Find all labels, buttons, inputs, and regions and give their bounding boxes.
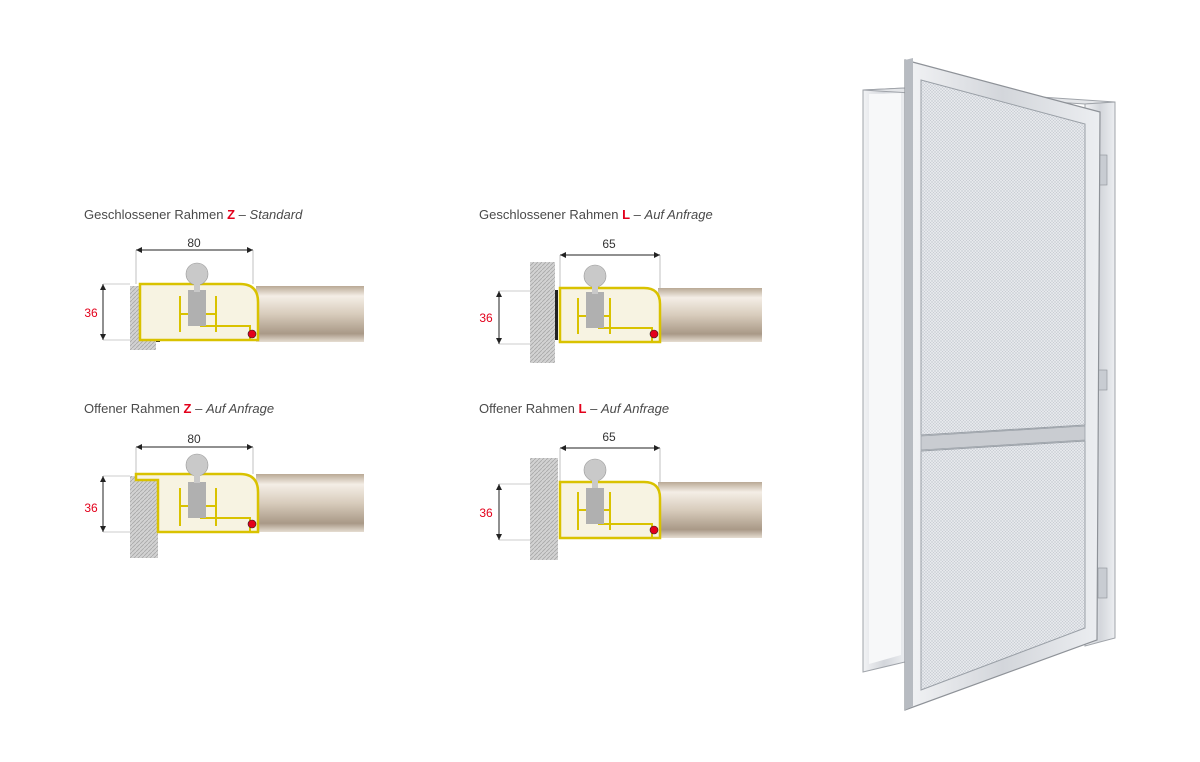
- caption-note: Standard: [249, 207, 303, 222]
- wall-section: [130, 476, 158, 558]
- brush-seal: [247, 329, 257, 339]
- brush-seal: [247, 519, 257, 529]
- caption-note: Auf Anfrage: [205, 401, 275, 416]
- width-dimension-label: 80: [187, 432, 201, 446]
- height-dimension-label: 36: [84, 306, 98, 320]
- door-crossbar: [920, 425, 1086, 451]
- caption-title: Offener Rahmen: [479, 401, 575, 416]
- rail-profile: [256, 286, 364, 342]
- rail-profile: [256, 474, 364, 532]
- diagram-open-frame-z: 80 36: [84, 432, 364, 558]
- width-dimension-label: 80: [187, 236, 201, 250]
- caption-open-frame-z: Offener Rahmen Z – Auf Anfrage: [84, 401, 274, 416]
- mesh-panel-lower: [920, 440, 1086, 691]
- caption-code: L: [578, 401, 587, 416]
- diagram-open-frame-l: 65 36: [479, 432, 762, 560]
- height-dimension-label: 36: [84, 501, 98, 515]
- width-dimension-label: 65: [602, 432, 616, 444]
- caption-closed-frame-l: Geschlossener Rahmen L – Auf Anfrage: [479, 207, 713, 222]
- diagram-closed-frame-z: 80 36: [84, 236, 364, 350]
- brush-seal: [649, 525, 659, 535]
- caption-code: Z: [183, 401, 192, 416]
- diagram-closed-frame-l: 65 36: [479, 237, 762, 363]
- caption-title: Geschlossener Rahmen: [479, 207, 619, 222]
- rail-profile: [658, 482, 762, 538]
- caption-separator: –: [195, 401, 203, 416]
- hinge-icon: [1097, 567, 1108, 599]
- caption-separator: –: [633, 207, 641, 222]
- caption-separator: –: [590, 401, 598, 416]
- caption-closed-frame-z: Geschlossener Rahmen Z – Standard: [84, 207, 302, 222]
- brush-seal: [649, 329, 659, 339]
- height-dimension-label: 36: [479, 506, 493, 520]
- caption-separator: –: [238, 207, 246, 222]
- caption-note: Auf Anfrage: [600, 401, 670, 416]
- rail-profile: [658, 288, 762, 342]
- caption-code: Z: [227, 207, 236, 222]
- caption-open-frame-l: Offener Rahmen L – Auf Anfrage: [479, 401, 669, 416]
- caption-title: Geschlossener Rahmen: [84, 207, 224, 222]
- height-dimension-label: 36: [479, 311, 493, 325]
- mesh-panel-upper: [920, 79, 1086, 436]
- caption-code: L: [622, 207, 631, 222]
- screen-door-icon: [862, 58, 1116, 711]
- wall-section: [530, 458, 558, 560]
- hinge-icon: [1097, 369, 1108, 391]
- caption-note: Auf Anfrage: [644, 207, 713, 222]
- caption-title: Offener Rahmen: [84, 401, 180, 416]
- wall-section: [530, 262, 555, 363]
- width-dimension-label: 65: [602, 237, 616, 251]
